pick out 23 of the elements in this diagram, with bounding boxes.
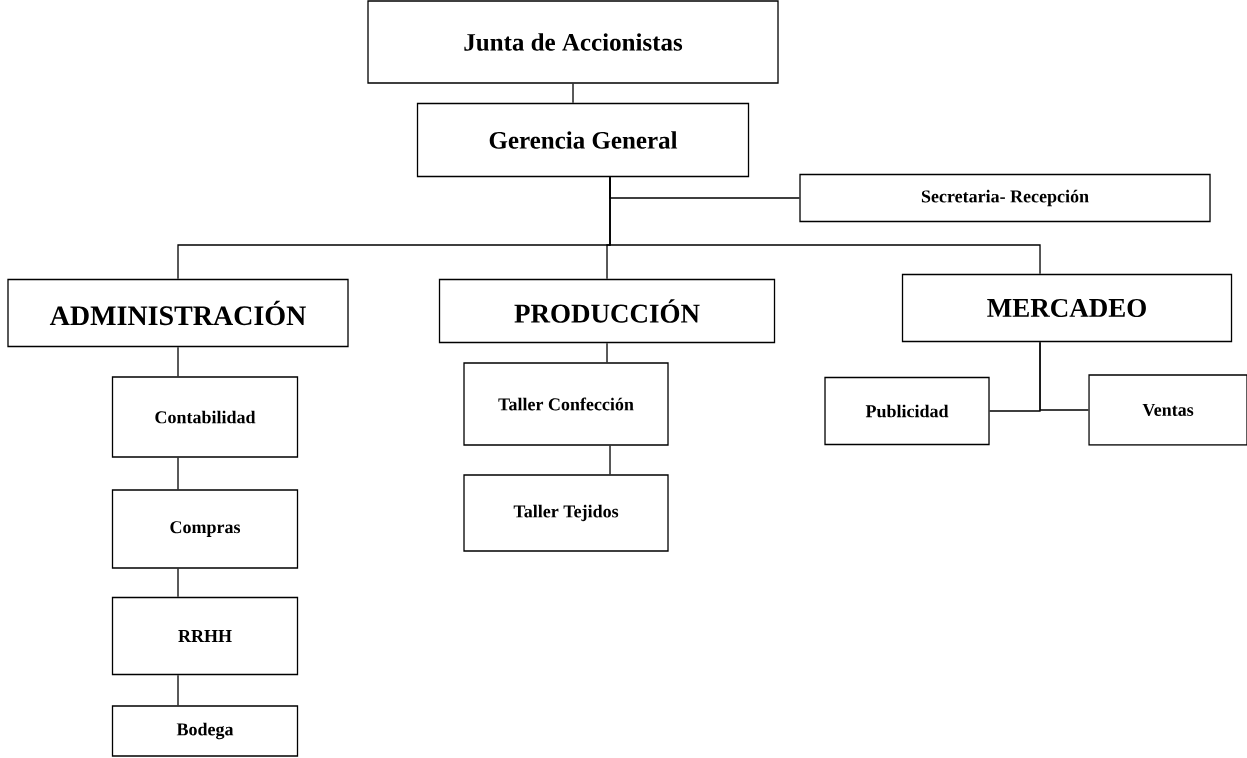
org-box: Secretaria- Recepción [799,173,1211,223]
org-box: Publicidad [824,376,990,446]
org-box: RRHH [111,596,299,676]
connector-line [1039,341,1089,411]
org-box: MERCADEO [901,273,1233,343]
org-box: Taller Confección [463,362,669,446]
org-box: Compras [111,489,299,569]
org-box: PRODUCCIÓN [438,278,776,344]
connector-line [177,457,179,490]
connector-line [609,176,1041,275]
org-box: Gerencia General [416,102,750,178]
org-box: Taller Tejidos [463,474,669,552]
org-box: Ventas [1088,374,1247,446]
connector-line [609,445,611,475]
connector-line [177,346,179,377]
connector-line [606,342,608,363]
connector-line [177,568,179,598]
org-box: Contabilidad [111,376,299,458]
org-box: Junta de Accionistas [367,0,779,84]
org-box: ADMINISTRACIÓN [7,278,349,348]
connector-line [177,674,179,706]
org-box: Bodega [111,705,299,757]
connector-line [572,83,574,104]
